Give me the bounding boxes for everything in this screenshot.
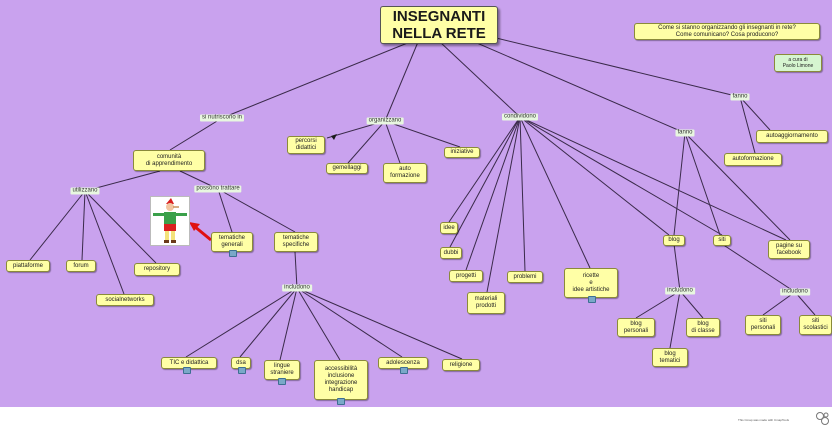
node-gemellaggi[interactable]: gemellaggi xyxy=(326,163,368,174)
node-autoformazione-org[interactable]: auto formazione xyxy=(383,163,427,183)
node-religione[interactable]: religione xyxy=(442,359,480,371)
node-comunita[interactable]: comunità di apprendimento xyxy=(133,150,205,171)
node-progetti[interactable]: progetti xyxy=(449,270,483,282)
resource-badge-icon[interactable] xyxy=(337,398,345,405)
link-label-utilizzano: utilizzano xyxy=(70,187,100,195)
resource-badge-icon[interactable] xyxy=(229,250,237,257)
node-blog[interactable]: blog xyxy=(663,235,685,246)
node-autoaggiornamento[interactable]: autoaggiornamento xyxy=(756,130,828,143)
node-problemi[interactable]: problemi xyxy=(507,271,543,283)
node-tic[interactable]: TIC e didattica xyxy=(161,357,217,369)
footer-credit[interactable]: This Cmap was made with CmapTools xyxy=(738,418,790,422)
resource-badge-icon[interactable] xyxy=(400,367,408,374)
node-socialnetworks[interactable]: socialnetworks xyxy=(96,294,154,306)
link-label-organizzano: organizzano xyxy=(366,117,404,125)
node-blog-tematici[interactable]: blog tematici xyxy=(652,348,688,367)
node-piattaforme[interactable]: piattaforme xyxy=(6,260,50,272)
cmap-logo-icon xyxy=(815,411,830,431)
node-blog-classe[interactable]: blog di classe xyxy=(686,318,720,337)
pinocchio-image[interactable] xyxy=(150,196,190,246)
link-label-includono: includono xyxy=(282,284,312,292)
node-percorsi[interactable]: percorsi didattici xyxy=(287,136,325,154)
link-label-condividono: condividono xyxy=(501,113,539,121)
node-siti-scolastici[interactable]: siti scolastici xyxy=(799,315,832,335)
node-tematiche-generali[interactable]: tematiche generali xyxy=(211,232,253,252)
link-label-fanno-auto: fanno xyxy=(730,93,750,101)
resource-badge-icon[interactable] xyxy=(238,367,246,374)
main-title-node[interactable]: INSEGNANTI NELLA RETE xyxy=(380,6,498,44)
node-autoformazione[interactable]: autoformazione xyxy=(724,153,782,166)
connection-lines xyxy=(29,35,816,361)
node-lingue[interactable]: lingue straniere xyxy=(264,360,300,380)
node-siti[interactable]: siti xyxy=(713,235,731,246)
node-accessibilita[interactable]: accessibilità inclusione integrazione ha… xyxy=(314,360,368,400)
node-siti-personali[interactable]: siti personali xyxy=(745,315,781,335)
link-label-includono-blog: includono xyxy=(665,287,695,295)
link-label-si-nutriscono-in: si nutriscono in xyxy=(199,114,245,122)
node-ricette[interactable]: ricette e idee artistiche xyxy=(564,268,618,298)
node-dubbi[interactable]: dubbi xyxy=(440,247,462,259)
question-node[interactable]: Come si stanno organizzando gli insegnan… xyxy=(634,23,820,40)
node-materiali[interactable]: materiali prodotti xyxy=(467,292,505,314)
node-tematiche-specifiche[interactable]: tematiche specifiche xyxy=(274,232,318,252)
node-pagine-facebook[interactable]: pagine su facebook xyxy=(768,240,810,259)
link-label-possono-trattare: possono trattare xyxy=(194,185,242,193)
node-idee[interactable]: idee xyxy=(440,222,458,234)
link-label-includono-siti: includono xyxy=(780,288,810,296)
resource-badge-icon[interactable] xyxy=(278,378,286,385)
resource-badge-icon[interactable] xyxy=(183,367,191,374)
credit-node[interactable]: a cura di Paolo Limone xyxy=(774,54,822,72)
node-forum[interactable]: forum xyxy=(66,260,96,272)
concept-map-canvas: INSEGNANTI NELLA RETE Come si stanno org… xyxy=(0,0,832,407)
node-blog-personali[interactable]: blog personali xyxy=(617,318,655,337)
resource-badge-icon[interactable] xyxy=(588,296,596,303)
link-label-fanno-blog: fanno xyxy=(675,129,695,137)
node-repository[interactable]: repository xyxy=(134,263,180,276)
node-iniziative[interactable]: iniziative xyxy=(444,147,480,158)
